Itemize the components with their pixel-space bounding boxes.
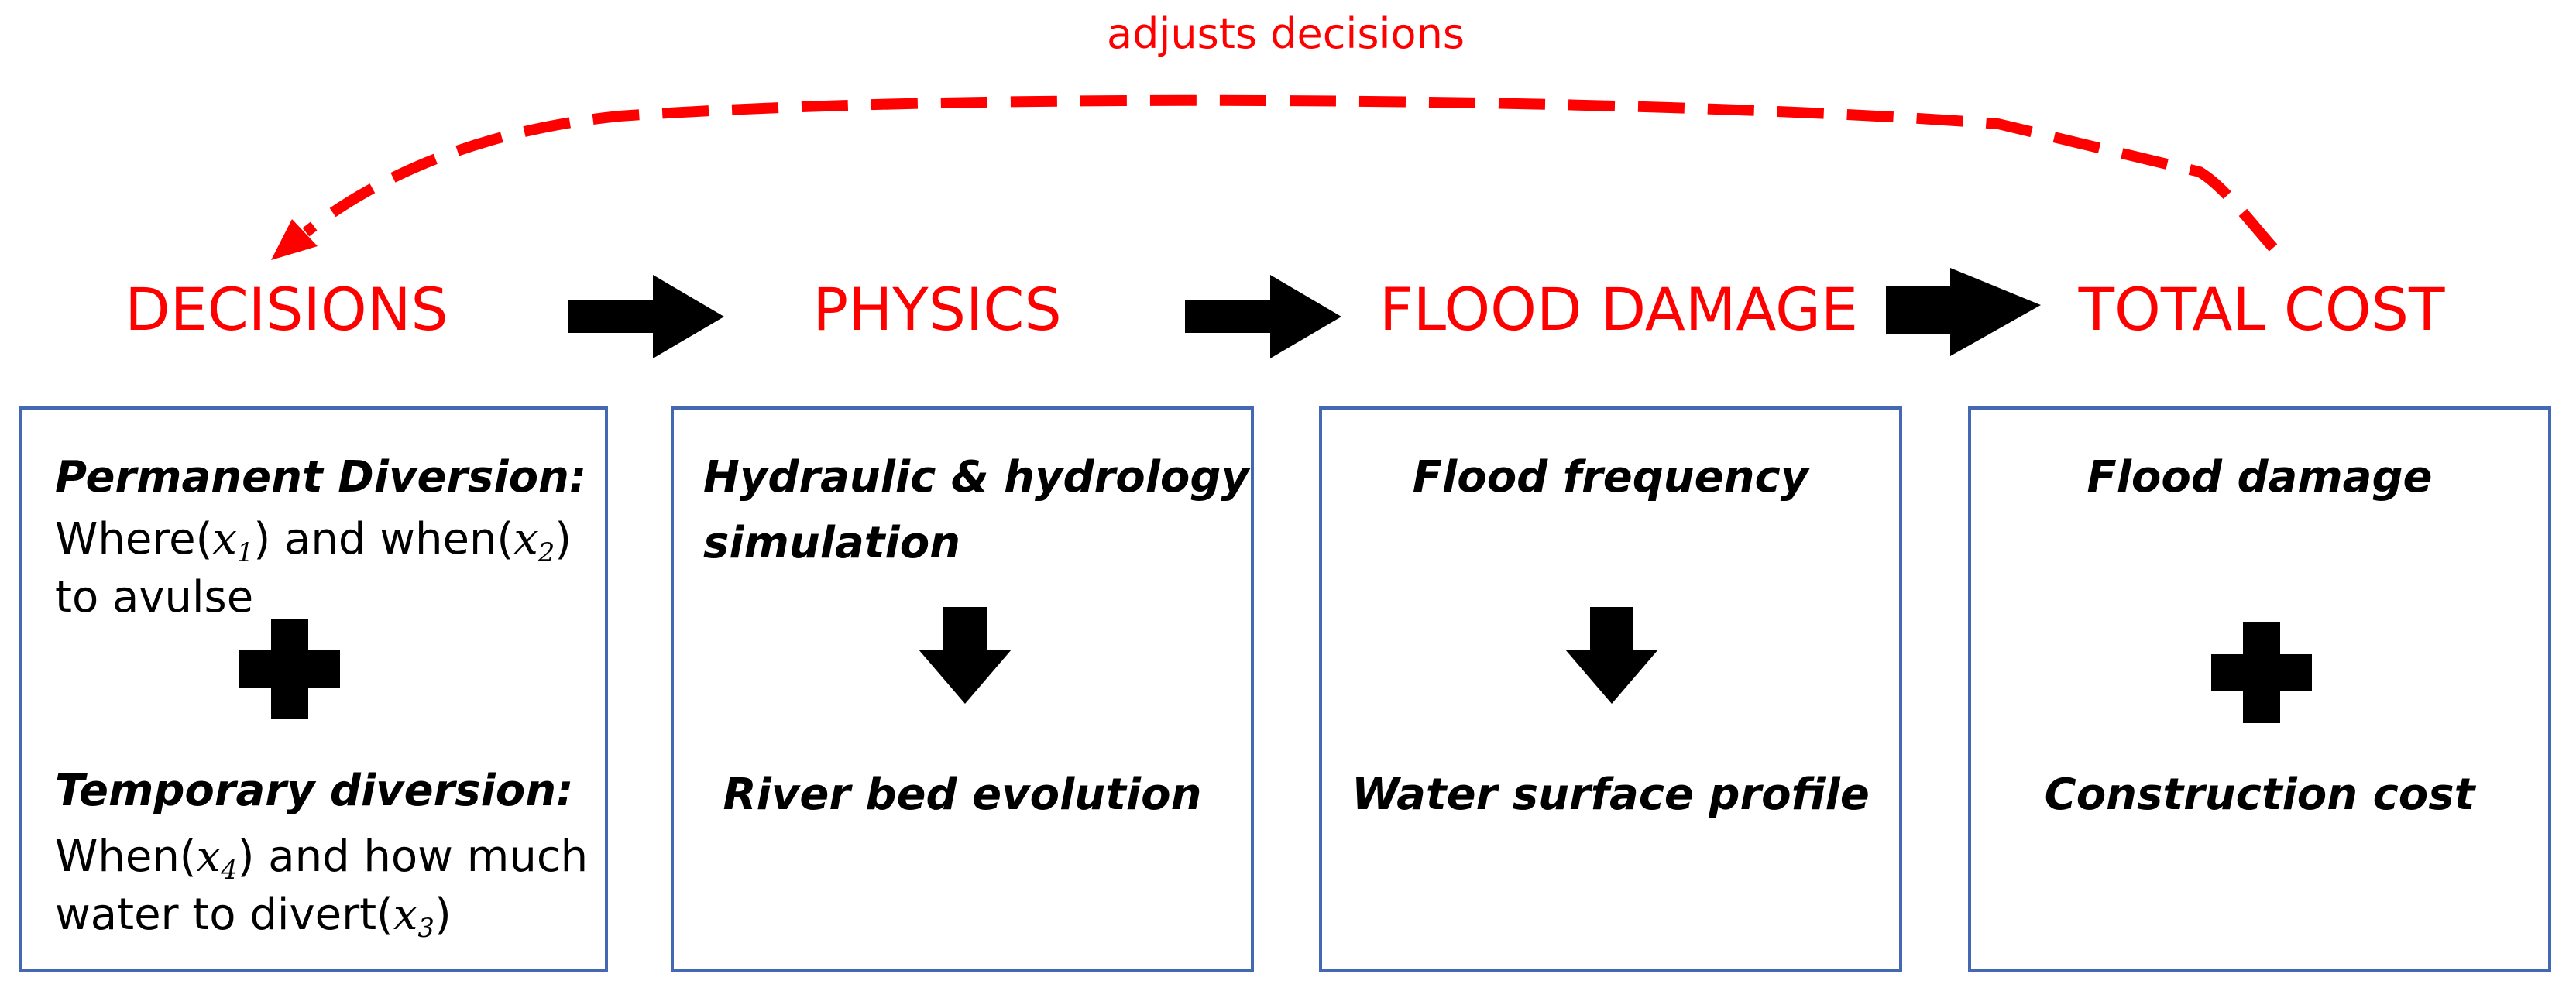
- decisions-box: Permanent Diversion: Where(x1) and when(…: [19, 406, 608, 972]
- plus-icon: [239, 619, 340, 719]
- flood-frequency: Flood frequency: [1412, 452, 1809, 502]
- total-cost-box: Flood damage Construction cost: [1968, 406, 2551, 972]
- arrow-right-icon: [568, 275, 724, 358]
- construction-cost: Construction cost: [2044, 770, 2475, 820]
- temporary-diversion-line2: water to divert(x3): [55, 890, 452, 944]
- physics-box: Hydraulic & hydrology simulation River b…: [671, 406, 1254, 972]
- arrow-right-icon: [1886, 268, 2041, 356]
- arrow-right-icon: [1185, 275, 1341, 358]
- permanent-diversion-line2: to avulse: [55, 572, 254, 622]
- feedback-arrowhead: [271, 219, 318, 260]
- permanent-diversion-line1: Where(x1) and when(x2): [55, 514, 572, 568]
- temporary-diversion-line1: When(x4) and how much: [55, 832, 589, 886]
- physics-top-line2: simulation: [703, 518, 961, 568]
- temporary-diversion-title: Temporary diversion:: [55, 766, 574, 816]
- arrow-down-icon: [919, 607, 1012, 704]
- physics-bottom: River bed evolution: [723, 770, 1202, 820]
- heading-decisions: DECISIONS: [125, 275, 448, 344]
- flood-damage-cost: Flood damage: [2087, 452, 2433, 502]
- heading-total-cost: TOTAL COST: [2078, 275, 2445, 344]
- flood-damage-box: Flood frequency Water surface profile: [1319, 406, 1902, 972]
- water-surface-profile: Water surface profile: [1352, 770, 1870, 820]
- physics-top-line1: Hydraulic & hydrology: [703, 452, 1249, 502]
- permanent-diversion-title: Permanent Diversion:: [55, 452, 587, 502]
- plus-icon: [2211, 622, 2312, 723]
- feedback-label: adjusts decisions: [1107, 9, 1465, 58]
- heading-flood-damage: FLOOD DAMAGE: [1379, 275, 1858, 344]
- arrow-down-icon: [1565, 607, 1658, 704]
- heading-physics: PHYSICS: [812, 275, 1062, 344]
